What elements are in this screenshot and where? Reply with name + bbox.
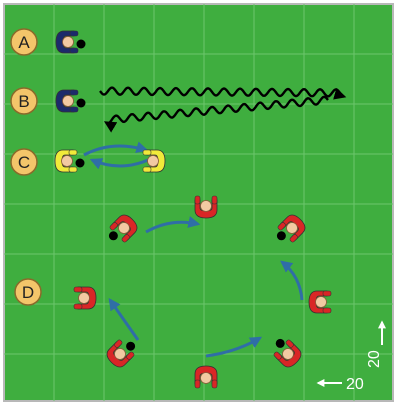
drill-label-badge: [10, 28, 38, 56]
player-arm: [109, 222, 118, 231]
drill-label-b: B: [10, 87, 38, 115]
drill-label-badge: [10, 148, 38, 176]
player-navy: [55, 89, 86, 113]
pass-arrows: [83, 141, 304, 358]
player-red: [194, 195, 218, 219]
player-arm: [73, 286, 83, 293]
player-arm: [142, 166, 152, 173]
pass-arrow-d-bottom: [205, 336, 263, 358]
player-red: [73, 286, 97, 310]
ball: [275, 338, 285, 348]
player-head: [78, 292, 90, 304]
player-red: [308, 290, 332, 314]
drill-label-text: A: [18, 33, 30, 52]
dribble-arrow-return: [103, 95, 329, 133]
player-arm: [126, 351, 135, 360]
drill-label-text: D: [22, 283, 34, 302]
player-arm: [277, 222, 286, 231]
player-arm: [69, 30, 79, 37]
player-yellow: [142, 149, 166, 173]
player-arm: [273, 351, 282, 360]
player-head: [282, 348, 294, 360]
player-arm: [73, 303, 83, 310]
player-arm: [69, 89, 79, 96]
player-arm: [194, 379, 201, 389]
player-red: [273, 338, 302, 368]
player-navy: [55, 30, 86, 54]
drill-label-d: D: [14, 278, 42, 306]
horizontal-dimension-label: 20: [346, 376, 364, 393]
drill-label-c: C: [10, 148, 38, 176]
dimension-annotations: 20 20: [316, 320, 386, 393]
player-head: [286, 222, 298, 234]
drill-label-badge: [10, 87, 38, 115]
player-red: [194, 365, 218, 389]
ball: [75, 158, 85, 168]
player-head: [315, 296, 327, 308]
player-arm: [68, 166, 78, 173]
player-arm: [68, 149, 78, 156]
pass-arrow-c-return: [89, 158, 149, 170]
player-head: [62, 36, 74, 48]
player-arm: [194, 195, 201, 205]
pass-arrow-c-forward: [83, 141, 149, 157]
drill-labels: A B C D: [10, 28, 42, 306]
player-arm: [289, 234, 298, 243]
player-arm: [322, 290, 332, 297]
drill-label-text: C: [18, 153, 30, 172]
player-red: [106, 339, 136, 368]
player-head: [118, 222, 130, 234]
dribble-arrows: [99, 86, 347, 133]
ball: [108, 231, 118, 241]
ball: [126, 341, 136, 351]
ball: [76, 98, 86, 108]
player-head: [200, 200, 212, 212]
player-arm: [285, 339, 294, 348]
player-red: [276, 214, 306, 243]
player-head: [61, 155, 73, 167]
pass-arrow-d-right: [280, 260, 304, 301]
player-head: [114, 348, 126, 360]
player-arm: [211, 195, 218, 205]
player-arm: [114, 339, 123, 348]
drill-label-badge: [14, 278, 42, 306]
drill-label-text: B: [18, 92, 29, 111]
player-arm: [69, 106, 79, 113]
player-arm: [211, 379, 218, 389]
player-head: [147, 155, 159, 167]
drill-label-a: A: [10, 28, 38, 56]
player-arm: [69, 47, 79, 54]
player-arm: [142, 149, 152, 156]
ball: [276, 231, 286, 241]
vertical-dimension-label: 20: [366, 350, 383, 368]
ball: [76, 39, 86, 49]
player-arm: [322, 307, 332, 314]
pass-arrow-d-left: [108, 298, 140, 341]
player-red: [108, 214, 138, 243]
pass-arrow-d-top: [145, 216, 201, 234]
dribble-arrow-outward: [99, 86, 347, 100]
players: [54, 30, 332, 389]
player-head: [62, 95, 74, 107]
player-yellow: [54, 149, 85, 173]
player-arm: [121, 234, 130, 243]
player-head: [200, 372, 212, 384]
